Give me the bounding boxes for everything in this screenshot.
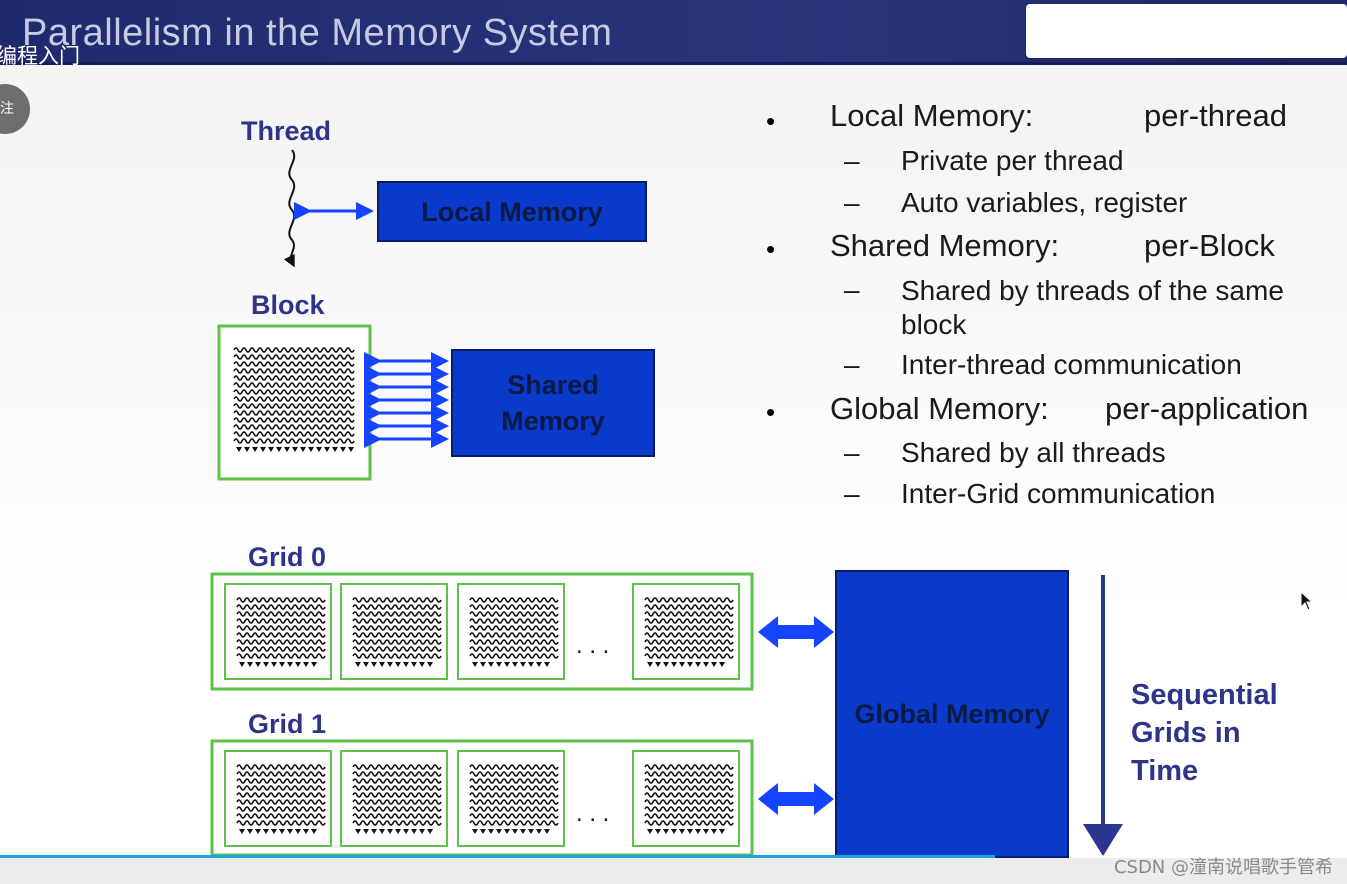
- local-memory-box: Local Memory: [377, 181, 647, 242]
- bullet-shared-sub-1: Shared by threads of the same block: [901, 275, 1284, 340]
- bullet-global-sub-1: Shared by all threads: [901, 437, 1166, 468]
- grid1-heading: Grid 1: [248, 709, 327, 739]
- grid1-global-arrow: [758, 783, 834, 815]
- overlay-panel: [1026, 4, 1347, 58]
- bullet-local-scope: per-thread: [1144, 98, 1288, 133]
- bullet-global-name: Global Memory:: [830, 391, 1049, 426]
- bullet-shared-scope: per-Block: [1144, 228, 1275, 263]
- dash-icon: –: [844, 349, 860, 380]
- grid1-block-threads: [236, 764, 326, 834]
- thread-wavy-icon: [283, 149, 296, 268]
- sequential-grids-label: Sequential Grids in Time: [1131, 679, 1278, 787]
- grid0-global-arrow: [758, 616, 834, 648]
- bullet-shared-name: Shared Memory:: [830, 228, 1060, 263]
- shared-memory-box: Shared Memory: [451, 349, 655, 457]
- grid0-ellipsis: . . .: [576, 632, 610, 659]
- grid0-block-threads: [352, 597, 442, 667]
- bullet-icon: •: [766, 234, 776, 264]
- block-threads-icon: [233, 347, 355, 452]
- bullet-local-sub-1: Private per thread: [901, 145, 1124, 176]
- bullet-shared-sub-2: Inter-thread communication: [901, 349, 1242, 380]
- player-footer: [0, 858, 1347, 884]
- video-title-fragment: 编程入门: [0, 44, 80, 68]
- global-memory-label: Global Memory: [854, 699, 1050, 729]
- grid1-block-threads: [469, 764, 559, 834]
- grid0-heading: Grid 0: [248, 542, 327, 572]
- block-thread-wave: [233, 347, 355, 452]
- grid0-block-threads: [469, 597, 559, 667]
- shared-memory-label: Shared Memory: [501, 370, 605, 436]
- grid1-block-threads: [352, 764, 442, 834]
- grid1-ellipsis: . . .: [576, 800, 610, 827]
- bullet-local-name: Local Memory:: [830, 98, 1034, 133]
- bullet-icon: •: [766, 397, 776, 427]
- block-shared-arrows: [364, 352, 449, 448]
- dash-icon: –: [844, 187, 860, 218]
- bullet-global-scope: per-application: [1105, 391, 1309, 426]
- csdn-watermark: CSDN @潼南说唱歌手管希: [1113, 857, 1333, 878]
- dash-icon: –: [844, 145, 860, 176]
- dash-icon: –: [844, 274, 860, 305]
- dash-icon: –: [844, 437, 860, 468]
- video-progress-bar[interactable]: [0, 855, 995, 858]
- block-heading: Block: [251, 290, 325, 320]
- local-memory-label: Local Memory: [421, 196, 603, 227]
- slide-title: Parallelism in the Memory System: [22, 12, 613, 54]
- bullet-local-sub-2: Auto variables, register: [901, 187, 1188, 218]
- thread-heading: Thread: [241, 116, 332, 146]
- dash-icon: –: [844, 478, 860, 509]
- bullet-icon: •: [766, 106, 776, 136]
- grid0-block-threads: [644, 597, 734, 667]
- grid1-block-threads: [644, 764, 734, 834]
- bullet-global-sub-2: Inter-Grid communication: [901, 478, 1216, 509]
- global-memory-box: Global Memory: [835, 570, 1069, 858]
- grid0-block-threads: [236, 597, 326, 667]
- cursor-arrow-icon: [1300, 591, 1314, 611]
